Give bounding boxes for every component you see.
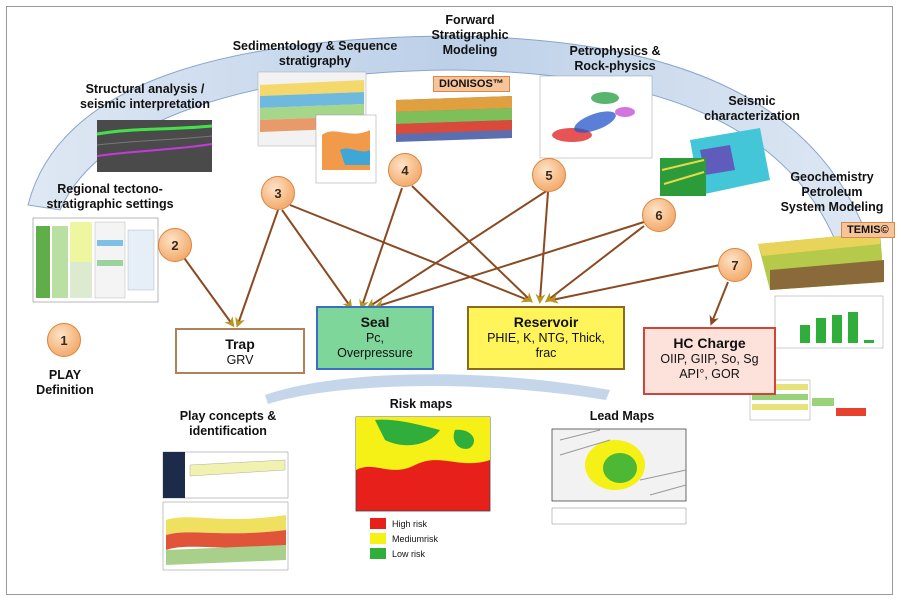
petrophysics-label: Petrophysics & Rock-physics <box>569 44 661 73</box>
reservoir-box: Reservoir PHIE, K, NTG, Thick, frac <box>467 306 625 370</box>
lead-map <box>551 428 687 525</box>
diagram-frame <box>6 6 893 595</box>
hc-volume-chart-thumbnail <box>774 295 884 349</box>
arrow-2-to-trap <box>181 254 235 328</box>
step-7-circle: 7 <box>718 248 752 282</box>
arrow-3-to-trap <box>235 209 279 328</box>
seismic-section-thumbnail <box>96 120 213 172</box>
lead-maps-label: Lead Maps <box>589 409 655 423</box>
arrow-3-to-seal <box>281 209 353 310</box>
sedimentology-label: Sedimentology & Sequence stratigraphy <box>232 39 398 68</box>
legend-swatch <box>370 533 386 544</box>
seal-box: Seal Pc, Overpressure <box>316 306 434 370</box>
seismic-attribute-map-thumbnail <box>660 128 770 196</box>
arrow-7-to-hc <box>709 281 729 326</box>
risk-maps-label: Risk maps <box>389 397 453 411</box>
output-arc <box>265 374 610 404</box>
workflow-arrows <box>181 185 729 328</box>
legend-swatch <box>370 518 386 529</box>
regional-settings-label: Regional tectono- stratigraphic settings <box>46 182 174 211</box>
dionisos-badge: DIONISOS™ <box>433 76 510 92</box>
play-definition-label: PLAY Definition <box>36 368 94 397</box>
geochemistry-label: Geochemistry Petroleum System Modeling <box>780 170 884 214</box>
arrow-4-to-reservoir <box>411 185 533 303</box>
reservoir-title: Reservoir <box>513 314 579 330</box>
hc-charge-title: HC Charge <box>673 335 746 351</box>
seal-params: Pc, Overpressure <box>337 331 413 360</box>
risk-map <box>355 416 491 512</box>
trap-title: Trap <box>225 336 255 352</box>
basin-model-thumbnail <box>758 232 884 290</box>
step-6-circle: 6 <box>642 198 676 232</box>
forward-model-thumbnail <box>396 96 512 142</box>
arrow-5-to-seal <box>366 189 549 309</box>
step-5-circle: 5 <box>532 158 566 192</box>
legend-swatch <box>370 548 386 559</box>
arrow-3-to-reservoir <box>289 204 532 303</box>
crossplot-thumbnail <box>539 75 653 159</box>
step-2-circle: 2 <box>158 228 192 262</box>
legend-label: Mediumrisk <box>392 533 439 544</box>
arrow-6-to-seal <box>374 221 645 309</box>
structural-analysis-label: Structural analysis / seismic interpreta… <box>80 82 210 111</box>
legend-item: Low risk <box>370 548 425 559</box>
seismic-characterization-label: Seismic characterization <box>704 94 800 123</box>
hc-charge-params: OIIP, GIIP, So, Sg API°, GOR <box>660 352 759 381</box>
hc-charge-box: HC Charge OIIP, GIIP, So, Sg API°, GOR <box>643 327 776 395</box>
step-4-circle: 4 <box>388 153 422 187</box>
sequence-stratigraphy-thumbnail <box>257 71 377 184</box>
play-concepts-label: Play concepts & identification <box>179 409 277 438</box>
arrow-7-to-reservoir <box>548 264 721 304</box>
legend-item: High risk <box>370 518 427 529</box>
trap-box: Trap GRV <box>175 328 305 374</box>
reservoir-params: PHIE, K, NTG, Thick, frac <box>487 331 605 360</box>
arrow-4-to-seal <box>359 187 403 310</box>
forward-modeling-label: Forward Stratigraphic Modeling <box>431 13 509 57</box>
arrow-5-to-reservoir <box>535 191 549 304</box>
legend-label: Low risk <box>392 548 426 559</box>
temis-badge: TEMIS© <box>841 222 895 238</box>
step-3-circle: 3 <box>261 176 295 210</box>
legend-item: Mediumrisk <box>370 533 438 544</box>
seal-title: Seal <box>360 314 390 330</box>
play-concept-sketch-thumbnail <box>162 451 289 571</box>
arrow-6-to-reservoir <box>544 225 645 303</box>
legend-label: High risk <box>392 518 428 529</box>
step-1-circle: 1 <box>47 323 81 357</box>
trap-params: GRV <box>226 353 254 367</box>
stratigraphic-chart-thumbnail <box>32 217 159 303</box>
